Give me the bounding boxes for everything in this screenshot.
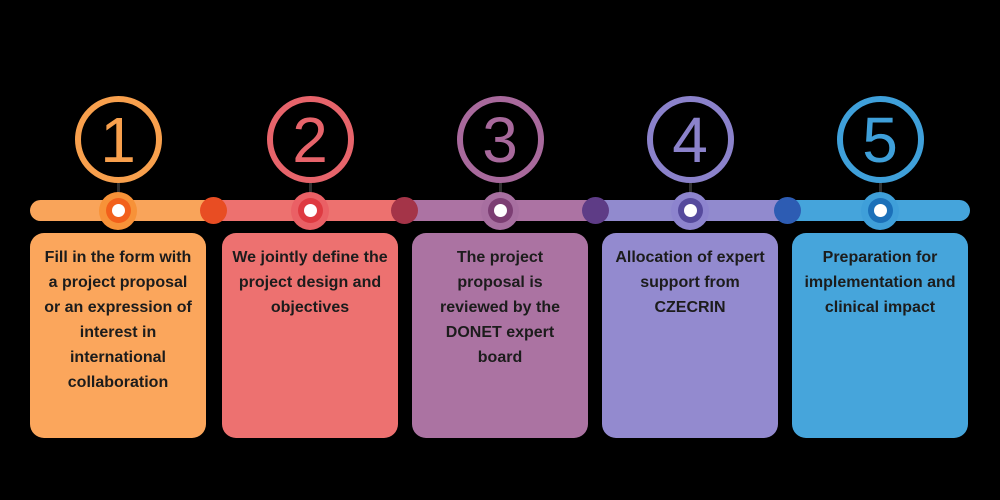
step-1-description: Fill in the form with a project proposal…: [44, 249, 192, 391]
step-4-marker-dot: [677, 198, 703, 223]
step-2-marker-dot: [297, 198, 323, 223]
step-5-number: 5: [862, 103, 898, 176]
step-5-marker-core: [873, 204, 887, 217]
timeline-segment-dot-3: [582, 197, 609, 224]
step-3-timeline-marker: [481, 191, 519, 230]
step-3-card: The project proposal is reviewed by the …: [412, 233, 588, 438]
step-2-description: We jointly define the project design and…: [232, 249, 388, 316]
step-1-marker-dot: [105, 198, 131, 223]
step-5-number-badge: 5: [836, 96, 924, 183]
step-1-timeline-marker: [99, 191, 137, 230]
step-3-description: The project proposal is reviewed by the …: [439, 249, 561, 366]
step-3-marker-dot: [487, 198, 513, 223]
step-1-card: Fill in the form with a project proposal…: [30, 233, 206, 438]
step-4-card: Allocation of expert support from CZECRI…: [602, 233, 778, 438]
timeline-segment-dot-1: [200, 197, 227, 224]
step-4-timeline-marker: [671, 191, 709, 230]
timeline-segment-dot-4: [774, 197, 801, 224]
step-4-number: 4: [672, 103, 708, 176]
step-2-column: 2 We jointly define the project design a…: [222, 0, 398, 500]
step-1-column: 1 Fill in the form with a project propos…: [30, 0, 206, 500]
step-3-column: 3 The project proposal is reviewed by th…: [412, 0, 588, 500]
step-5-marker-dot: [867, 198, 893, 223]
step-5-card: Preparation for implementation and clini…: [792, 233, 968, 438]
step-2-timeline-marker: [291, 191, 329, 230]
timeline-segment-dot-2: [391, 197, 418, 224]
step-4-description: Allocation of expert support from CZECRI…: [615, 249, 765, 316]
step-1-marker-core: [111, 204, 125, 217]
step-5-description: Preparation for implementation and clini…: [804, 249, 956, 316]
step-2-card: We jointly define the project design and…: [222, 233, 398, 438]
step-4-number-badge: 4: [646, 96, 734, 183]
step-3-number: 3: [482, 103, 518, 176]
step-4-column: 4 Allocation of expert support from CZEC…: [602, 0, 778, 500]
step-2-marker-core: [303, 204, 317, 217]
step-5-column: 5 Preparation for implementation and cli…: [792, 0, 968, 500]
step-2-number: 2: [292, 103, 328, 176]
step-1-number: 1: [100, 103, 136, 176]
step-3-marker-core: [493, 204, 507, 217]
step-1-number-badge: 1: [74, 96, 162, 183]
step-5-timeline-marker: [861, 191, 899, 230]
step-2-number-badge: 2: [266, 96, 354, 183]
step-4-marker-core: [683, 204, 697, 217]
step-3-number-badge: 3: [456, 96, 544, 183]
